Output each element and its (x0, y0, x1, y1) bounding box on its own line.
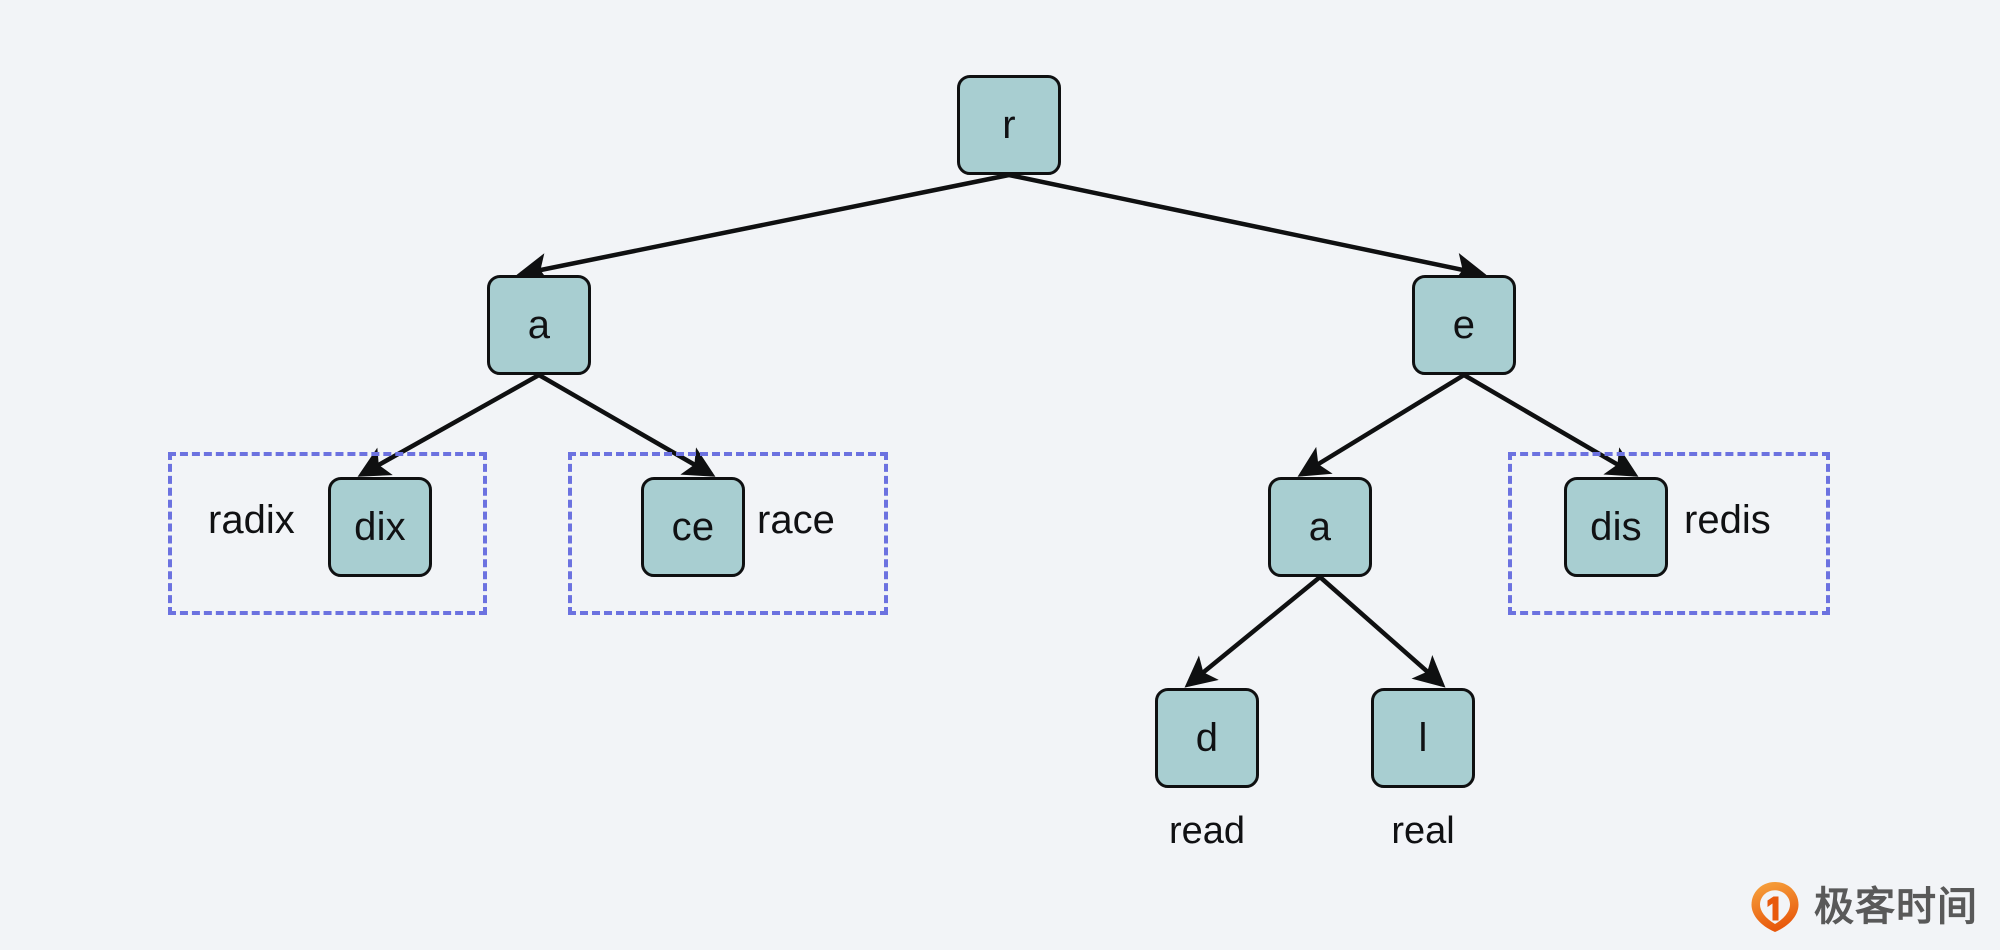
tree-node-label: a (1308, 505, 1332, 549)
tree-node-label: a (527, 303, 551, 347)
label-real: real (1391, 810, 1455, 852)
watermark-text: 极客时间 (1814, 884, 1978, 930)
edge-e-to-dis (1462, 373, 1639, 477)
tree-node-root[interactable]: r (957, 75, 1061, 175)
edge-root-to-a-left (516, 172, 1010, 285)
label-read: read (1168, 810, 1246, 852)
edge-a-left-to-ce (537, 373, 716, 477)
edge-root-to-e (1008, 172, 1487, 284)
tree-node-a-right[interactable]: a (1268, 477, 1372, 577)
watermark: 极客时间 (1748, 880, 1978, 934)
group-redis-word: redis (1684, 498, 1771, 542)
group-race (568, 452, 888, 615)
tree-node-label: e (1452, 303, 1476, 347)
geektime-logo-icon (1751, 882, 1799, 932)
edge-a-right-to-d (1184, 575, 1322, 688)
tree-node-dix[interactable]: dix (328, 477, 432, 577)
group-redis (1508, 452, 1830, 615)
edge-a-left-to-dix (357, 373, 541, 477)
group-race-word: race (757, 498, 835, 542)
tree-node-a-left[interactable]: a (487, 275, 591, 375)
tree-edges (357, 172, 1639, 688)
tree-node-e[interactable]: e (1412, 275, 1516, 375)
tree-node-label: dis (1590, 505, 1642, 549)
tree-node-label: r (1002, 103, 1016, 147)
edge-a-right-to-l (1318, 575, 1446, 688)
edge-e-to-a-right (1297, 373, 1466, 477)
group-radix (168, 452, 487, 615)
tree-node-ce[interactable]: ce (641, 477, 745, 577)
tree-node-label: dix (354, 505, 406, 549)
group-radix-word: radix (208, 498, 295, 542)
tree-node-l[interactable]: l (1371, 688, 1475, 788)
tree-node-d[interactable]: d (1155, 688, 1259, 788)
tree-node-dis[interactable]: dis (1564, 477, 1668, 577)
tree-node-label: d (1195, 716, 1219, 760)
tree-node-label: ce (671, 505, 715, 549)
tree-node-label: l (1418, 716, 1428, 760)
